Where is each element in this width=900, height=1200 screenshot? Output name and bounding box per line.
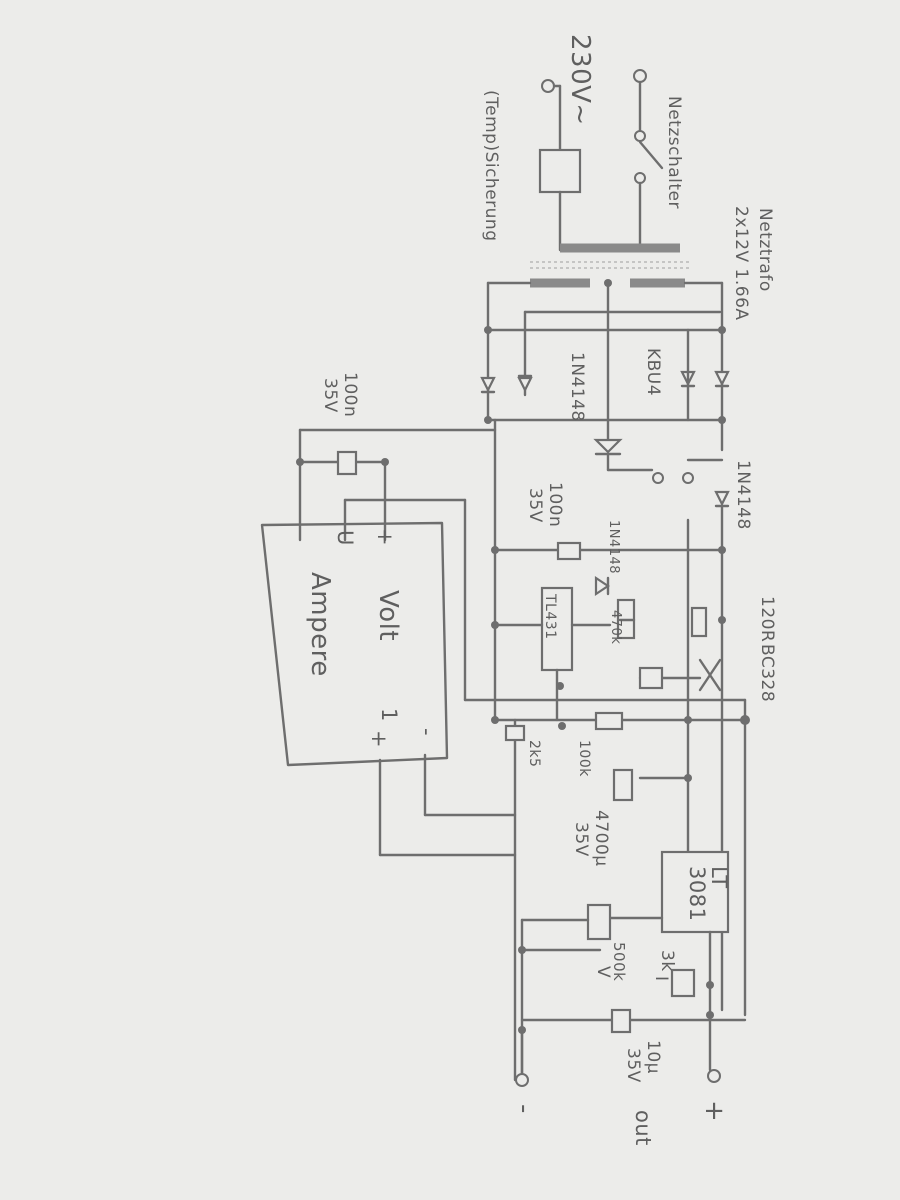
cap-100n-b [556,541,582,561]
switch-lever [638,140,664,170]
meter-plus-b: + [367,730,391,748]
diode-top-label: 1N4148 [733,460,753,530]
bridge-label: KBU4 [643,348,663,396]
diode-mid-label: 1N4148 [567,352,587,422]
mains-terminal-n [633,69,647,83]
pot-3k-symbol: I [651,976,671,982]
diode-top [714,490,730,507]
mains-voltage-label: 230V~ [565,34,595,126]
regulator-label-b: 3081 [685,866,709,921]
pot-500k [586,903,612,941]
mains-terminal-l [541,79,555,93]
switch-contact-a [634,130,646,142]
res-base [638,666,664,690]
output-section [515,1008,747,1087]
regulator [518,850,730,1017]
reference-section [493,541,724,722]
panel-meter [260,521,517,857]
mains-input [538,69,664,252]
cap-10u-voltage: 35V [623,1048,643,1083]
meter-outline [260,521,449,767]
meter-one-label: 1 [377,708,401,722]
cap-10u-label: 10µ [643,1040,663,1074]
res-100k-label: 100k [576,740,592,777]
cap-4700u [612,768,634,802]
output-terminal-minus [515,1073,529,1087]
cap-100n-a-label: 100n [340,372,360,417]
cap-100n-a-voltage: 35V [320,378,340,413]
res-2k5-label: 2k5 [526,740,542,767]
regulator-label-a: LT [707,866,731,889]
meter-ampere-label: Ampere [305,572,335,677]
diode-small [594,575,610,597]
res-120r [690,606,708,638]
pot-500k-label: 500k [610,942,628,981]
transformer-name-label: Netztrafo [755,208,775,292]
diode-mid [593,438,623,454]
output-label: out [631,1110,655,1146]
cap-4700u-label: 4700µ [591,810,611,867]
bridge-diode-4 [714,370,730,387]
switch-label: Netzschalter [664,96,684,209]
transformer [530,243,690,288]
meter-volt-label: Volt [373,590,403,641]
cap-100n-a [336,450,358,476]
meter-u-label: U [333,530,357,546]
pot-3k [670,968,696,998]
cap-4700u-voltage: 35V [571,822,591,857]
bridge-diode-1 [480,376,496,393]
cap-100n-b-voltage: 35V [525,488,545,523]
pot-3k-label: 3k [657,950,677,972]
cap-10u [610,1008,632,1034]
output-terminal-plus [707,1069,721,1083]
transformer-rating-label: 2x12V 1.66A [731,206,751,321]
meter-minus: - [415,728,439,736]
rectifier-section [480,279,730,508]
fuse-symbol [538,148,582,194]
cap-100n-b-label: 100n [545,482,565,527]
meter-plus-a: + [373,528,397,546]
bridge-diode-2 [517,376,533,393]
fuse-label: (Temp)Sicherung [481,90,501,242]
divider-section [493,711,747,742]
switch-contact-b [634,172,646,184]
res-100k [594,711,624,731]
bulk-cap [612,768,692,802]
output-plus-label: + [699,1100,729,1122]
transistor-label: BC328 [757,644,777,702]
lt3081-box [660,850,730,934]
meter-supply [296,428,750,725]
output-minus-label: - [509,1104,539,1114]
pot-500k-symbol: V [593,966,613,978]
res-470k-label: 470k [608,610,623,644]
res-2k5 [504,724,526,742]
tl431-label: TL431 [542,593,558,640]
diode-small-label: 1N4148 [606,520,621,574]
res-120r-label: 120R [757,596,777,642]
